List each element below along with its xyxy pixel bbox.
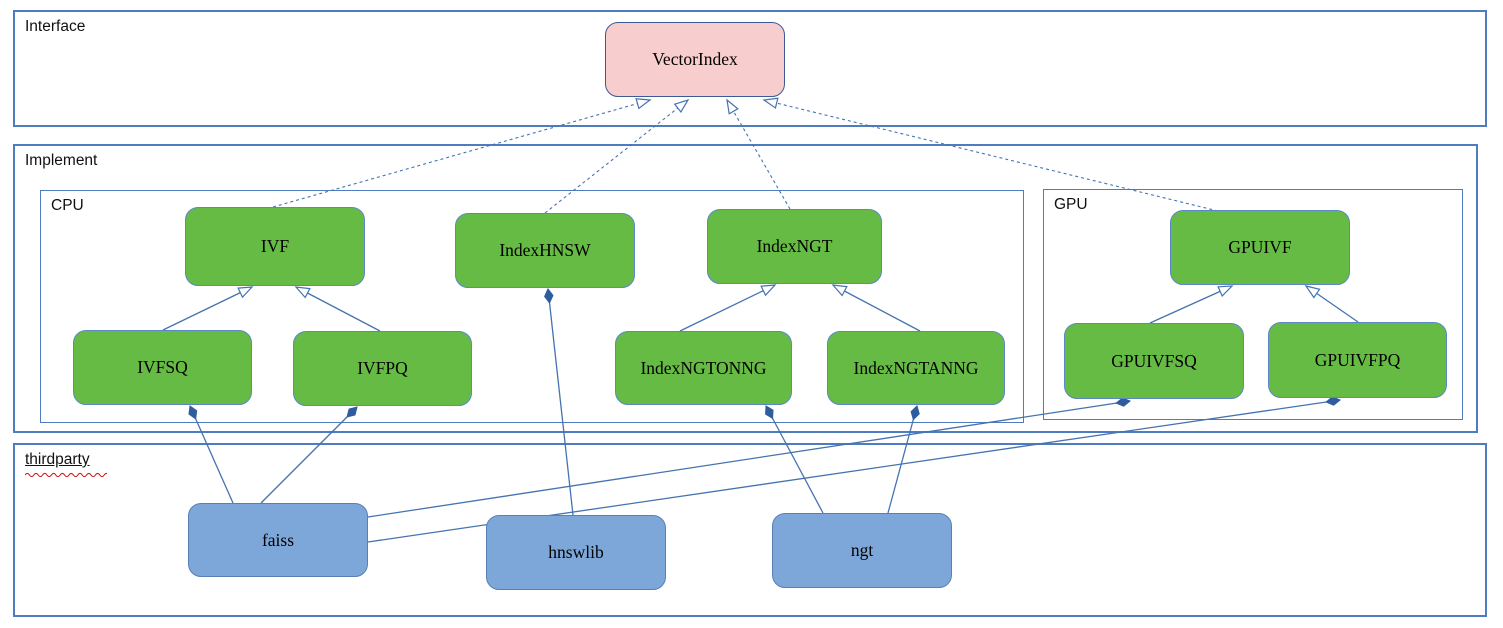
- node-label-gpuivf: GPUIVF: [1228, 237, 1292, 257]
- node-ivfsq: IVFSQ: [73, 330, 252, 405]
- container-label-interface: Interface: [25, 18, 86, 35]
- node-label-faiss: faiss: [261, 529, 295, 550]
- container-label-gpu: GPU: [1054, 196, 1088, 213]
- node-label-ngt: ngt: [850, 540, 874, 560]
- node-ivfpq: IVFPQ: [293, 331, 472, 406]
- node-label-vectorindex: VectorIndex: [652, 49, 738, 69]
- node-indexngtonng: IndexNGTONNG: [615, 331, 792, 405]
- container-label-cpu: CPU: [51, 197, 84, 214]
- node-label-gpuivfsq: GPUIVFSQ: [1111, 350, 1197, 371]
- node-label-hnswlib: hnswlib: [548, 542, 604, 562]
- node-label-gpuivfpq: GPUIVFPQ: [1314, 349, 1401, 370]
- node-indexngt: IndexNGT: [707, 209, 882, 284]
- node-faiss: faiss: [188, 503, 368, 577]
- node-label-ivfsq: IVFSQ: [137, 357, 188, 377]
- node-indexngtanng: IndexNGTANNG: [827, 331, 1005, 405]
- node-hnswlib: hnswlib: [486, 515, 666, 590]
- node-label-ivfpq: IVFPQ: [357, 358, 408, 378]
- container-label-thirdparty: thirdparty: [25, 451, 90, 468]
- node-ngt: ngt: [772, 513, 952, 588]
- node-label-indexngtanng: IndexNGTANNG: [853, 357, 979, 378]
- node-label-indexhnsw: IndexHNSW: [499, 240, 591, 260]
- node-label-indexngt: IndexNGT: [756, 236, 833, 256]
- container-label-implement: Implement: [25, 152, 98, 169]
- node-gpuivf: GPUIVF: [1170, 210, 1350, 285]
- node-vectorindex: VectorIndex: [605, 22, 785, 97]
- node-gpuivfpq: GPUIVFPQ: [1268, 322, 1447, 398]
- node-label-ivf: IVF: [260, 236, 290, 256]
- node-ivf: IVF: [185, 207, 365, 286]
- node-indexhnsw: IndexHNSW: [455, 213, 635, 288]
- node-label-indexngtonng: IndexNGTONNG: [640, 357, 767, 378]
- node-gpuivfsq: GPUIVFSQ: [1064, 323, 1244, 399]
- spellcheck-squiggle: [25, 472, 107, 477]
